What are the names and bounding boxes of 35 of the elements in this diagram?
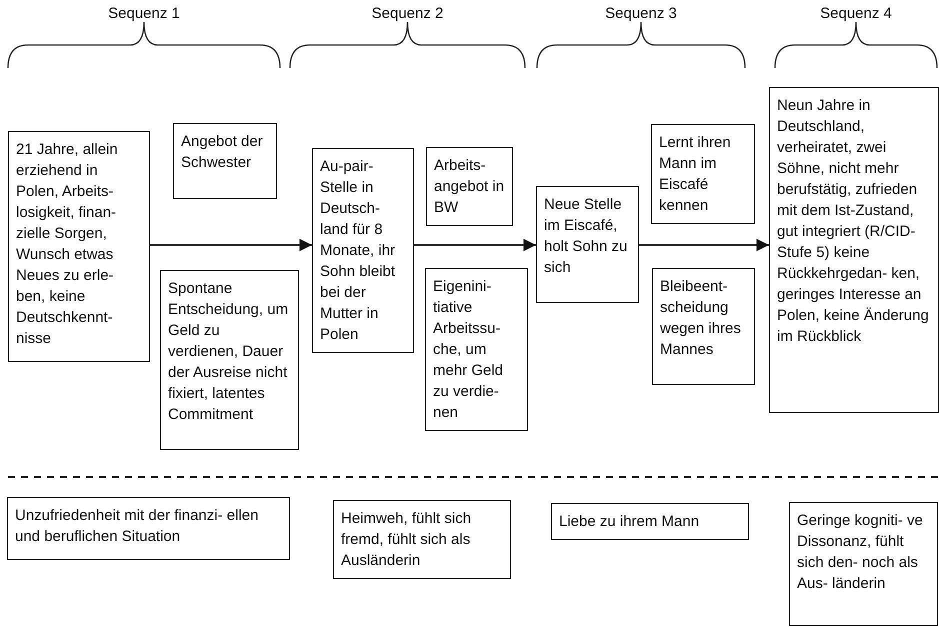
box-text: Arbeits- angebot in BW [434,156,505,218]
arrow [639,238,769,252]
text-box [160,270,299,450]
box-text: Neun Jahre in Deutschland, verheiratet, zwei Söhne, nicht mehr berufstätig, zufrieden mit dem Ist-Zustand, gut integriert (R/CID- Stufe 5) keine Rückkehrgedan- ken, geringes Interesse an Polen, keine Änderung im Rückblick [777,96,930,347]
text-box [652,268,755,385]
sequence-label: Sequenz 2 [370,5,444,22]
text-box [7,497,290,560]
box-text: Geringe kogniti- ve Dissonanz, fühlt sich den- noch als Aus- länderin [797,511,924,594]
box-text: 21 Jahre, allein erziehend in Polen, Arbeits- losigkeit, finan- zielle Sorgen, Wunsch etwas Neues zu erle- ben, keine Deutschkennt- nisse [16,140,119,349]
text-box [312,148,414,353]
text-box [426,147,513,226]
text-box [425,268,528,431]
box-text: Lernt ihren Mann im Eiscafé kennen [659,133,732,216]
sequence-label: Sequenz 1 [107,5,181,22]
box-text: Spontane Entscheidung, um Geld zu verdienen, Dauer der Ausreise nicht fixiert, latentes Commitment [168,279,290,425]
sequence-label: Sequenz 4 [819,5,893,22]
box-text: Bleibeent- scheidung wegen ihres Mannes [660,277,742,360]
box-text: Unzufriedenheit mit der finanzi- ellen und beruflichen Situation [15,506,260,547]
text-box [173,123,277,199]
box-text: Eigenini- tiative Arbeitssu- che, um mehr Geld zu verdie- nen [433,277,504,423]
text-box [8,131,150,362]
box-text: Au-pair- Stelle in Deutsch- land für 8 Monate, ihr Sohn bleibt bei der Mutter in Polen [320,157,396,345]
text-box [536,186,639,303]
box-text: Neue Stelle im Eiscafé, holt Sohn zu sich [544,195,628,278]
text-box [769,87,939,413]
text-box [551,503,749,540]
box-text: Liebe zu ihrem Mann [559,512,700,532]
box-text: Angebot der Schwester [181,132,264,173]
text-box [789,502,938,626]
arrow [414,238,536,252]
box-text: Heimweh, fühlt sich fremd, fühlt sich als Ausländerin [341,509,472,571]
text-box [651,124,755,224]
arrow [150,238,312,252]
sequence-label: Sequenz 3 [604,5,678,22]
text-box [333,500,511,579]
